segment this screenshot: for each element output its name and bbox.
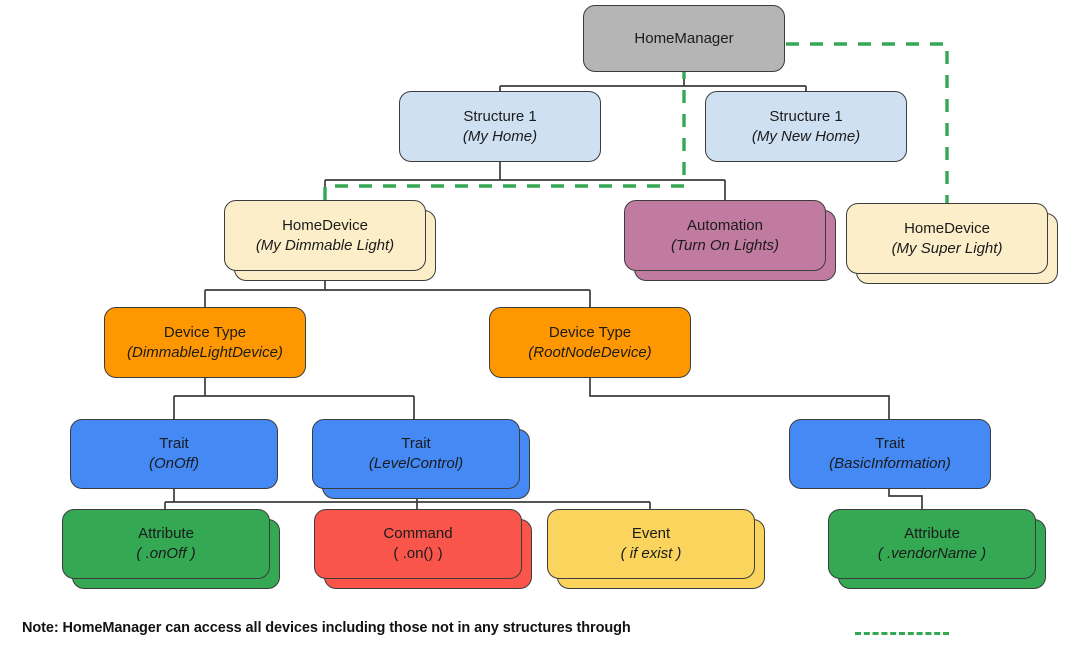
node-home-device-super-line2: (My Super Light) (891, 239, 1003, 257)
footer-note: Note: HomeManager can access all devices… (22, 620, 631, 636)
node-command-on[interactable]: Command ( .on() ) (314, 509, 522, 579)
node-attribute-vendorname-line2: ( .vendorName ) (877, 545, 987, 562)
node-home-device-super[interactable]: HomeDevice (My Super Light) (846, 203, 1048, 274)
node-home-device-dimmable-line1: HomeDevice (282, 216, 368, 234)
node-trait-onoff[interactable]: Trait (OnOff) (70, 419, 278, 489)
node-attribute-vendorname[interactable]: Attribute ( .vendorName ) (828, 509, 1036, 579)
node-device-type-dimmable-line2: (DimmableLightDevice) (127, 343, 283, 361)
node-structure-my-home[interactable]: Structure 1 (My Home) (399, 91, 601, 162)
node-trait-onoff-line2: (OnOff) (148, 455, 199, 472)
node-automation-line1: Automation (687, 216, 763, 234)
node-trait-levelcontrol-line1: Trait (401, 435, 431, 453)
node-home-device-dimmable[interactable]: HomeDevice (My Dimmable Light) (224, 200, 426, 271)
node-trait-basicinformation-line1: Trait (875, 435, 905, 453)
node-trait-levelcontrol[interactable]: Trait (LevelControl) (312, 419, 520, 489)
node-structure-my-new-home[interactable]: Structure 1 (My New Home) (705, 91, 907, 162)
node-device-type-rootnode-line2: (RootNodeDevice) (528, 343, 652, 361)
node-structure-my-home-line1: Structure 1 (463, 107, 537, 125)
node-command-on-line2: ( .on() ) (393, 545, 443, 562)
wire-dt-rootnode-to-basicinfo (589, 378, 890, 419)
footer-dashed-legend (855, 632, 949, 635)
node-trait-onoff-line1: Trait (159, 435, 189, 453)
node-home-device-dimmable-line2: (My Dimmable Light) (255, 236, 395, 254)
node-automation[interactable]: Automation (Turn On Lights) (624, 200, 826, 271)
node-device-type-dimmable-line1: Device Type (163, 323, 247, 341)
node-attribute-onoff-line1: Attribute (138, 525, 194, 543)
node-home-device-super-line1: HomeDevice (904, 219, 990, 237)
node-event-line1: Event (631, 525, 671, 543)
node-device-type-rootnode-line1: Device Type (548, 323, 632, 341)
node-attribute-onoff[interactable]: Attribute ( .onOff ) (62, 509, 270, 579)
wire-basicinfo-to-vendorname (888, 489, 923, 509)
node-trait-levelcontrol-line2: (LevelControl) (368, 455, 464, 472)
node-command-on-line1: Command (383, 525, 453, 543)
node-event-line2: ( if exist ) (620, 545, 682, 562)
node-trait-basicinformation[interactable]: Trait (BasicInformation) (789, 419, 991, 489)
node-event[interactable]: Event ( if exist ) (547, 509, 755, 579)
node-device-type-rootnode[interactable]: Device Type (RootNodeDevice) (489, 307, 691, 378)
node-attribute-vendorname-line1: Attribute (904, 525, 960, 543)
node-attribute-onoff-line2: ( .onOff ) (136, 545, 196, 562)
node-automation-line2: (Turn On Lights) (670, 236, 780, 254)
node-home-manager-line1: HomeManager (634, 29, 734, 47)
node-trait-basicinformation-line2: (BasicInformation) (829, 455, 951, 472)
node-structure-my-home-line2: (My Home) (462, 127, 538, 145)
node-structure-my-new-home-line1: Structure 1 (769, 107, 843, 125)
node-device-type-dimmable[interactable]: Device Type (DimmableLightDevice) (104, 307, 306, 378)
node-home-manager[interactable]: HomeManager (583, 5, 785, 72)
node-structure-my-new-home-line2: (My New Home) (751, 127, 861, 145)
